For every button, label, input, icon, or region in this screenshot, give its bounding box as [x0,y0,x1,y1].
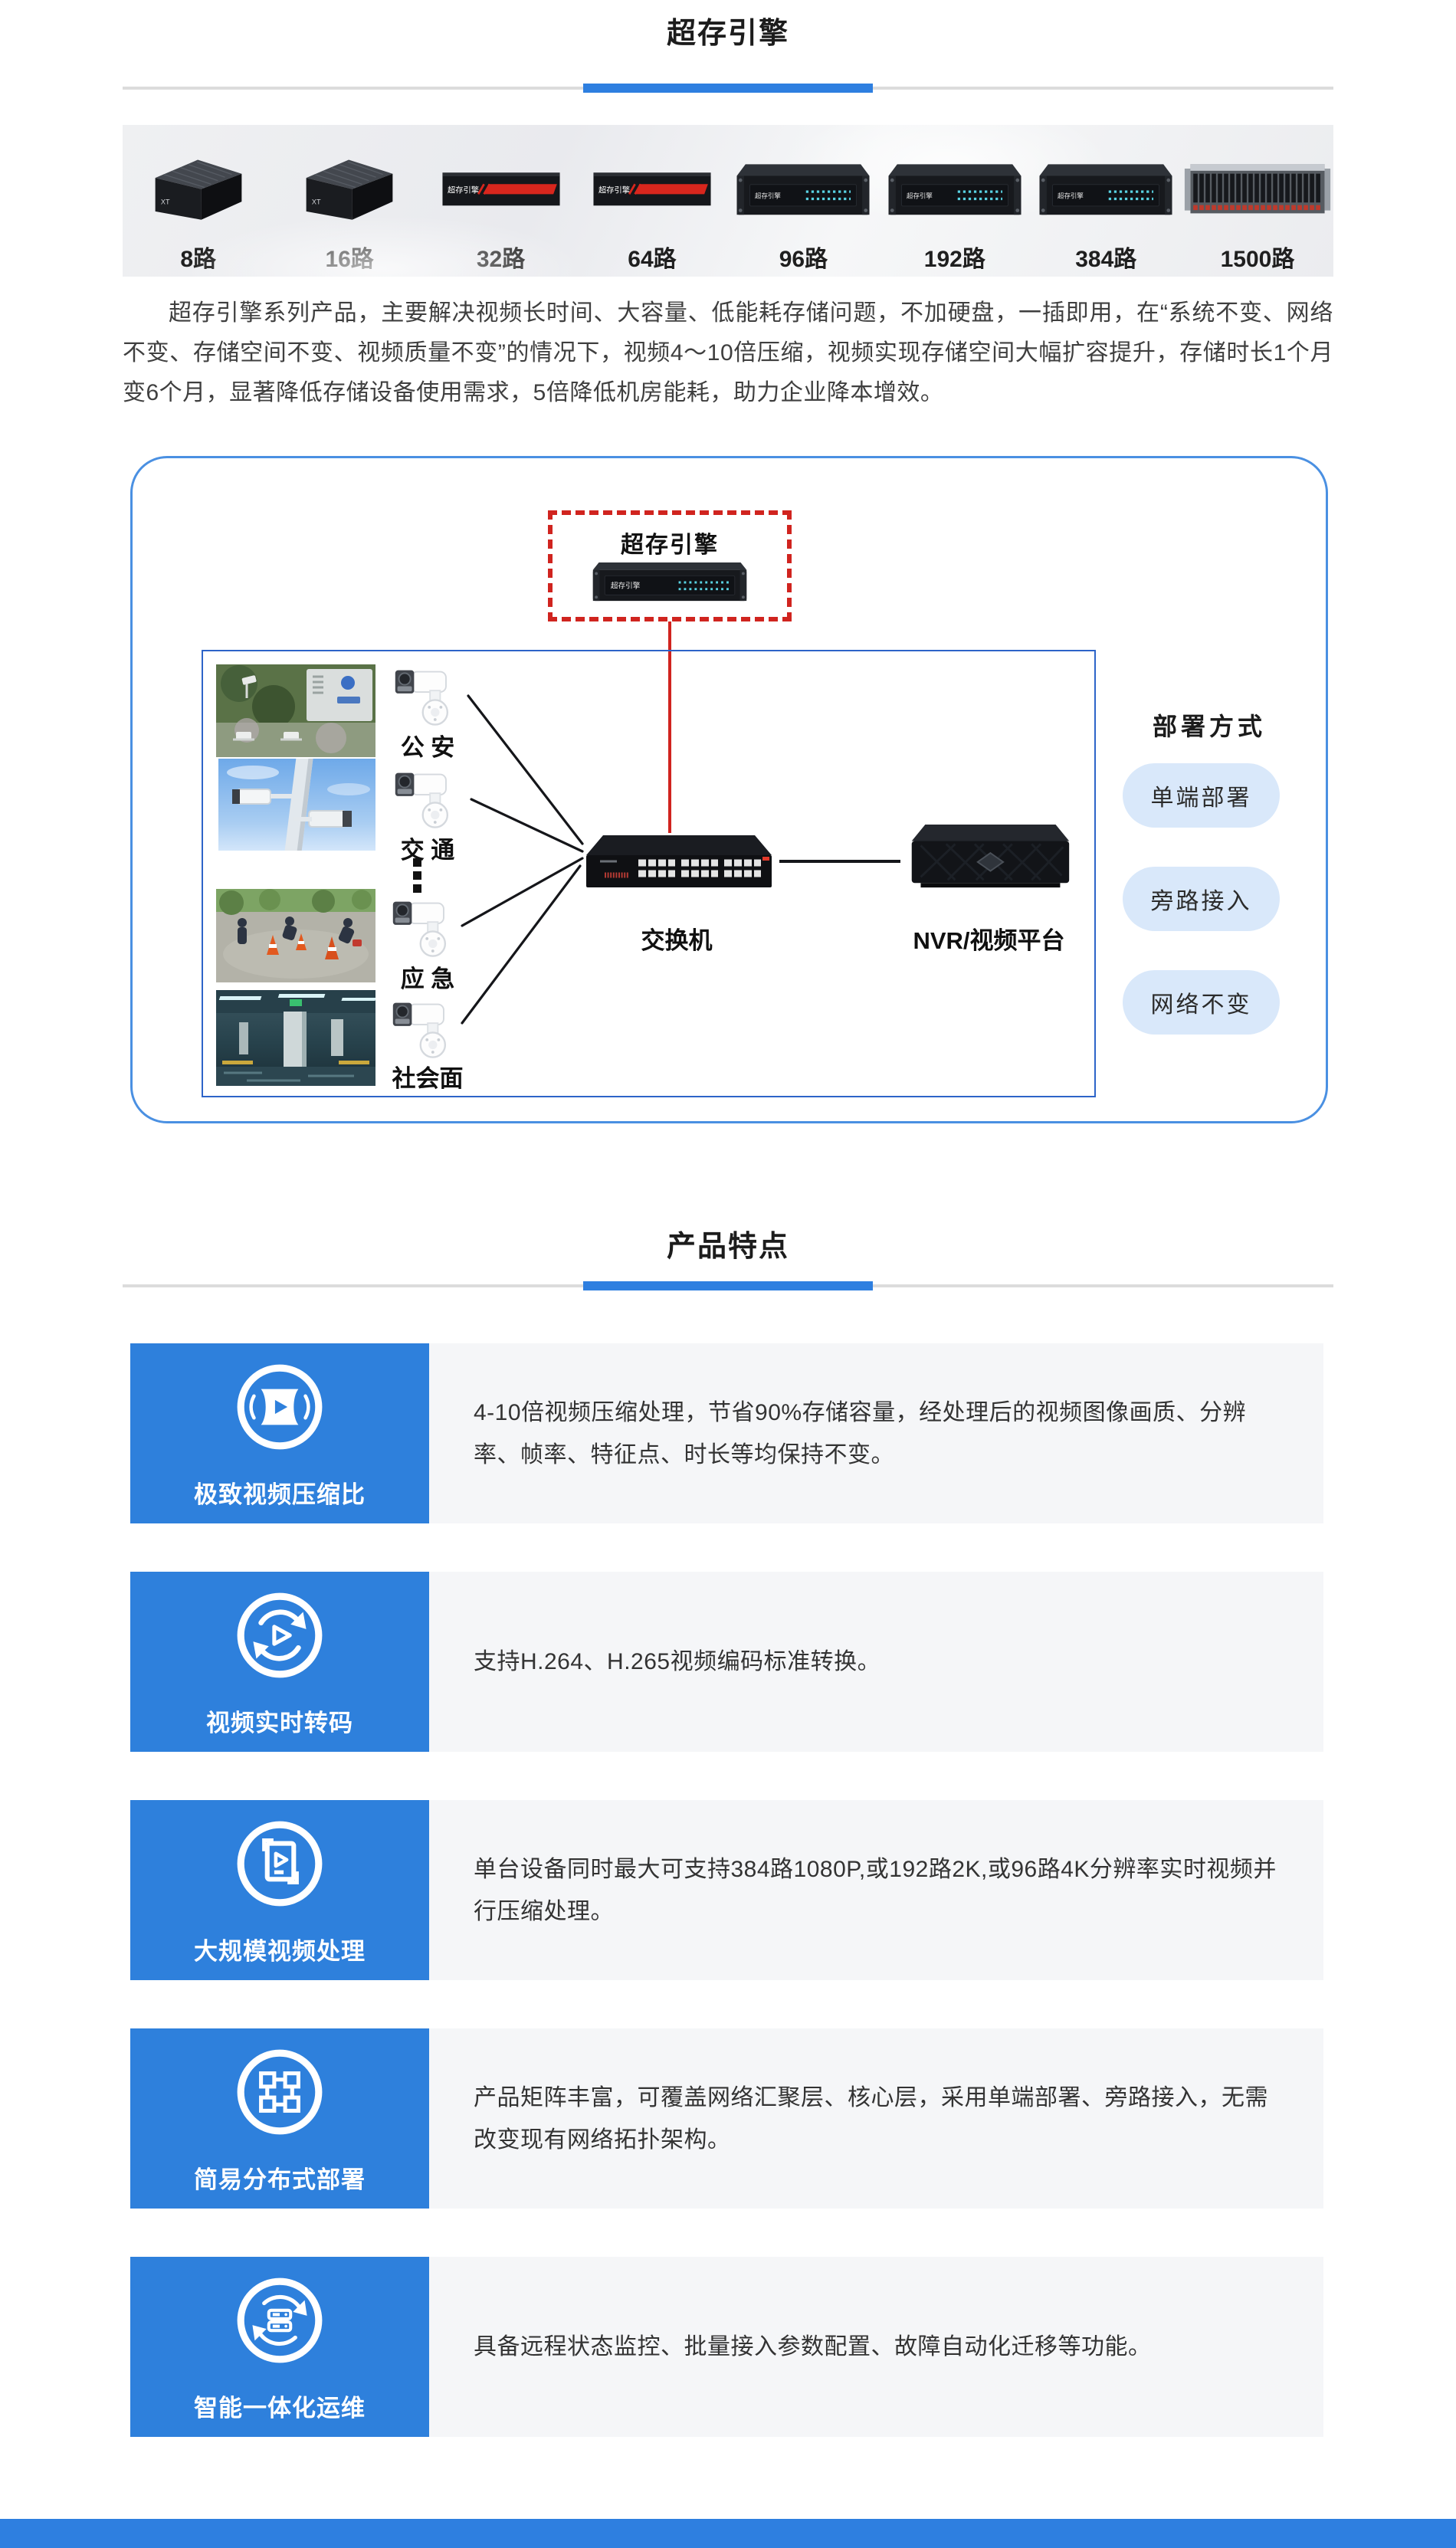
deployment-diagram: 超存引擎 超存引擎 [130,456,1328,1123]
feature-description: 具备远程状态监控、批量接入参数配置、故障自动化迁移等功能。 [474,2334,1152,2359]
product-16ch: 16路 [274,125,425,277]
nvr-image [911,824,1070,888]
distributed-topology-icon [237,2049,323,2135]
nvr-label: NVR/视频平台 [913,927,1065,954]
deploy-option-single-end[interactable]: 单端部署 [1123,763,1280,828]
footer-accent-bar [0,2519,1456,2548]
device-storage-image [1182,134,1333,240]
feature-card-distributed: 简易分布式部署 产品矩阵丰富，可覆盖网络汇聚层、核心层，采用单端部署、旁路接入，… [130,2028,1323,2209]
feature-card-transcoding: 视频实时转码 支持H.264、H.265视频编码标准转换。 [130,1572,1323,1752]
feature-name: 智能一体化运维 [194,2395,366,2422]
product-label: 32路 [476,247,526,272]
batch-video-icon [237,1821,323,1907]
deploy-option-network-unchanged[interactable]: 网络不变 [1123,970,1280,1035]
camera-network-box [202,650,1096,1097]
feature-name: 大规模视频处理 [194,1938,366,1965]
camera-icon [387,897,460,964]
product-384ch: 384路 [1031,125,1182,277]
feature-card-text-panel: 产品矩阵丰富，可覆盖网络汇聚层、核心层，采用单端部署、旁路接入，无需改变现有网络… [429,2028,1323,2209]
camera-icon [389,666,462,733]
smart-ops-icon [237,2277,323,2363]
feature-description: 4-10倍视频压缩处理，节省90%存储容量，经处理后的视频图像画质、分辨率、帧率… [474,1399,1247,1467]
divider-accent-bar [583,84,873,93]
deploy-option-bypass[interactable]: 旁路接入 [1123,867,1280,931]
feature-description: 支持H.264、H.265视频编码标准转换。 [474,1649,881,1674]
photo-parking-garage [216,990,375,1086]
feature-name: 视频实时转码 [206,1710,353,1736]
source-label-emergency: 应 急 [400,966,455,992]
compress-video-icon [237,1364,323,1450]
deploy-methods-title: 部署方式 [1152,713,1266,740]
product-32ch: 32路 [425,125,576,277]
feature-card-icon-panel: 视频实时转码 [130,1572,429,1752]
feature-name: 极致视频压缩比 [194,1481,366,1508]
product-label: 1500路 [1220,247,1295,272]
product-label: 64路 [628,247,677,272]
feature-description: 单台设备同时最大可支持384路1080P,或192路2K,或96路4K分辨率实时… [474,1856,1277,1924]
product-96ch: 96路 [728,125,879,277]
camera-icon [387,999,460,1065]
product-lineup-banner: 8路 16路 32路 64路 96路 192路 384路 1500路 [123,125,1333,277]
feature-card-text-panel: 单台设备同时最大可支持384路1080P,或192路2K,或96路4K分辨率实时… [429,1800,1323,1980]
network-switch-image [586,835,772,887]
engine-label: 超存引擎 [621,533,719,558]
engine-highlight-box: 超存引擎 超存引擎 [548,510,792,621]
camera-icon [389,769,462,835]
source-label-traffic: 交 通 [400,837,455,864]
source-label-society: 社会面 [392,1065,464,1092]
engine-to-switch-connector [668,621,671,833]
svg-text:超存引擎: 超存引擎 [611,582,641,591]
photo-pole-cameras [218,759,375,851]
product-label: 8路 [180,247,217,272]
section-divider [123,1281,1333,1290]
engine-server-image: 超存引擎 [592,562,747,602]
feature-card-text-panel: 4-10倍视频压缩处理，节省90%存储容量，经处理后的视频图像画质、分辨率、帧率… [429,1343,1323,1523]
product-1500ch: 1500路 [1182,125,1333,277]
feature-card-icon-panel: 大规模视频处理 [130,1800,429,1980]
feature-card-text-panel: 具备远程状态监控、批量接入参数配置、故障自动化迁移等功能。 [429,2257,1323,2437]
switch-to-nvr-connector [779,860,900,863]
product-label: 16路 [325,247,374,272]
product-8ch: 8路 [123,125,274,277]
device-mini-box-image [293,134,405,240]
switch-label: 交换机 [641,927,713,954]
feature-card-icon-panel: 简易分布式部署 [130,2028,429,2209]
feature-card-icon-panel: 智能一体化运维 [130,2257,429,2437]
device-rack-image [883,134,1027,240]
product-label: 192路 [923,247,985,272]
feature-card-icon-panel: 极致视频压缩比 [130,1343,429,1523]
product-label: 96路 [779,247,828,272]
device-slim-image [588,134,717,240]
divider-accent-bar [583,1281,873,1290]
page-title: 超存引擎 [666,18,789,50]
product-64ch: 64路 [576,125,727,277]
product-192ch: 192路 [879,125,1030,277]
product-label: 384路 [1075,247,1137,272]
photo-security-cameras [216,664,375,757]
feature-card-text-panel: 支持H.264、H.265视频编码标准转换。 [429,1572,1323,1752]
feature-card-compression: 极致视频压缩比 4-10倍视频压缩处理，节省90%存储容量，经处理后的视频图像画… [130,1343,1323,1523]
features-section-title: 产品特点 [666,1231,789,1263]
feature-card-large-scale: 大规模视频处理 单台设备同时最大可支持384路1080P,或192路2K,或96… [130,1800,1323,1980]
device-mini-box-image [143,134,254,240]
device-rack-image [731,134,875,240]
device-slim-image [437,134,566,240]
ellipsis-dots [413,858,421,893]
source-label-police: 公 安 [400,734,455,761]
feature-description: 产品矩阵丰富，可覆盖网络汇聚层、核心层，采用单端部署、旁路接入，无需改变现有网络… [474,2084,1268,2153]
feature-name: 简易分布式部署 [194,2166,366,2193]
transcode-icon [237,1592,323,1678]
intro-paragraph: 超存引擎系列产品，主要解决视频长时间、大容量、低能耗存储问题，不加硬盘，一插即用… [123,300,1333,405]
section-divider [123,84,1333,93]
photo-emergency-drill [216,889,375,982]
device-rack-image [1034,134,1178,240]
feature-card-ops: 智能一体化运维 具备远程状态监控、批量接入参数配置、故障自动化迁移等功能。 [130,2257,1323,2437]
